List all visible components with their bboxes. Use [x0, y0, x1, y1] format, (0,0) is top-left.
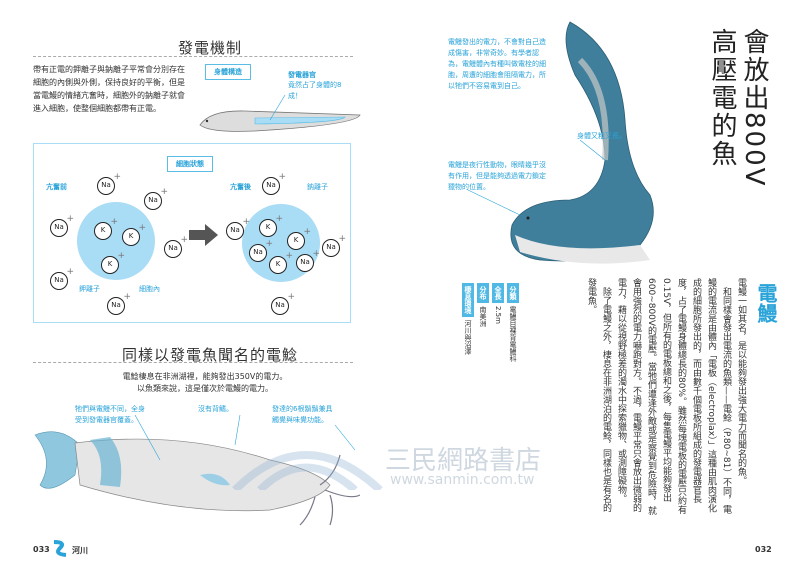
info-value: 電鰻目裸背電鰻科 — [509, 306, 517, 362]
section-label: 河川 — [72, 546, 88, 555]
organ-title: 發電器官 — [288, 71, 316, 79]
note-body: 身體又粗又長。 — [577, 132, 626, 140]
cell-inside-label: 細胞內 — [139, 285, 160, 293]
sodium-ion: Na — [50, 212, 74, 237]
callout-lines — [467, 140, 606, 216]
note-nocturnal: 電鰻是夜行性動物，眼睛幾乎沒有作用，但是能夠透過電力鎖定獵物的位置。 — [448, 161, 546, 191]
info-habitat: 棲息環境 河川與沼澤 — [462, 283, 474, 393]
headline: 會放出800V高壓電的魚 — [707, 28, 769, 188]
info-label: 全長 — [492, 283, 504, 303]
page-number-left: 033 — [33, 545, 50, 554]
sodium-ion: Na — [322, 232, 346, 257]
electric-catfish-illustration — [34, 415, 360, 526]
before-label: 亢奮前 — [46, 183, 67, 191]
mechanism-title: 發電機制 — [177, 39, 242, 57]
sodium-ion: Na — [271, 290, 295, 315]
potassium-ion: K — [94, 215, 118, 240]
sodium-ion: Na — [97, 170, 121, 195]
electric-eel-illustration — [510, 21, 654, 264]
divider — [33, 362, 353, 363]
cell-diagram: 細胞狀態 亢奮前 亢奮後 Na Na Na Na Na Na K K K 鉀離子… — [33, 143, 351, 323]
info-value: 河川與沼澤 — [464, 320, 472, 355]
info-value: 南美洲 — [479, 306, 487, 327]
watermark-logo — [232, 451, 383, 490]
info-distribution: 分布 南美洲 — [477, 283, 489, 393]
note-self-protection: 電鰻發出的電力，不會對自己造成傷害，非常奇妙。有學者認為，電鰻體內有種叫做電栓的… — [448, 38, 546, 90]
mechanism-text: 帶有正電的鉀離子與鈉離子平常會分別存在細胞的內側與外側，保持良好的平衡，但是當電… — [33, 65, 185, 113]
arrow-right-icon — [189, 224, 218, 246]
info-classification: 分類 電鰻目裸背電鰻科 — [507, 283, 519, 393]
paragraph: 電鰻一如其名，是以能夠發出強大電力而聞名的魚。 — [736, 278, 746, 485]
paragraph: 和同樣會發出電流的魚類——電鯰（P.80~81）不同，電鰻的電流是由體內「電板（… — [616, 278, 731, 516]
sodium-ion: Na — [144, 185, 168, 210]
sodium-ion: Na — [50, 265, 74, 290]
eel-body-diagram — [199, 94, 361, 132]
sodium-label: 鈉離子 — [307, 183, 328, 191]
catfish-note-3: 發達的6根鬍鬚兼具觸覺與味覺功能。 — [272, 405, 333, 424]
potassium-label: 鉀離子 — [79, 285, 100, 293]
info-label: 棲息環境 — [462, 283, 474, 317]
species-title: 電鰻 — [754, 283, 778, 323]
potassium-ion: K — [101, 249, 125, 274]
page-number-right: 032 — [755, 545, 772, 554]
after-label: 亢奮後 — [230, 183, 251, 191]
potassium-ion: K — [122, 221, 146, 246]
catfish-note-2: 沒有背鰭。 — [198, 405, 233, 413]
catfish-title: 同樣以發電魚聞名的電鯰 — [121, 346, 298, 364]
potassium-ion: K — [287, 225, 311, 250]
body-structure-label: 身體構造 — [205, 64, 251, 80]
paragraph: 除了電鰻之外，棲息在非洲湖泊的電鯰，同樣也是有名的發電魚。 — [586, 278, 611, 512]
info-length: 全長 2.5m — [492, 283, 504, 393]
info-label: 分布 — [477, 283, 489, 303]
divider — [33, 56, 353, 57]
sodium-ion: Na — [107, 290, 131, 315]
potassium-ion: K — [269, 249, 293, 274]
potassium-ion: K — [259, 212, 283, 237]
sodium-ion: Na — [249, 237, 273, 262]
info-label: 分類 — [507, 283, 519, 303]
sodium-ion: Na — [262, 170, 286, 195]
species-description: 電鰻一如其名，是以能夠發出強大電力而聞名的魚。 和同樣會發出電流的魚類——電鯰（… — [558, 278, 748, 516]
catfish-intro-2: 以魚類來說，這是僅次於電鰻的電力。 — [137, 384, 273, 393]
catfish-note-1: 牠們與電鰻不同，全身受到發電器官覆蓋。 — [75, 405, 145, 424]
watermark-url: www.sanmin.com.tw — [390, 472, 535, 488]
catfish-intro-1: 電鯰棲息在非洲湖裡，能夠發出350V的電力。 — [122, 372, 288, 381]
sodium-ion: Na — [226, 215, 250, 240]
info-table: 分類 電鰻目裸背電鰻科 全長 2.5m 分布 南美洲 棲息環境 河川與沼澤 — [449, 283, 519, 393]
sodium-ion: Na — [296, 247, 320, 272]
sodium-ion: Na — [164, 233, 188, 258]
organ-note: 竟然占了身體的8成！ — [288, 81, 342, 100]
cell-state-label: 細胞狀態 — [167, 156, 213, 172]
watermark-name: 三民網路書店 — [385, 446, 542, 476]
river-icon — [53, 540, 67, 557]
info-value: 2.5m — [494, 306, 502, 324]
